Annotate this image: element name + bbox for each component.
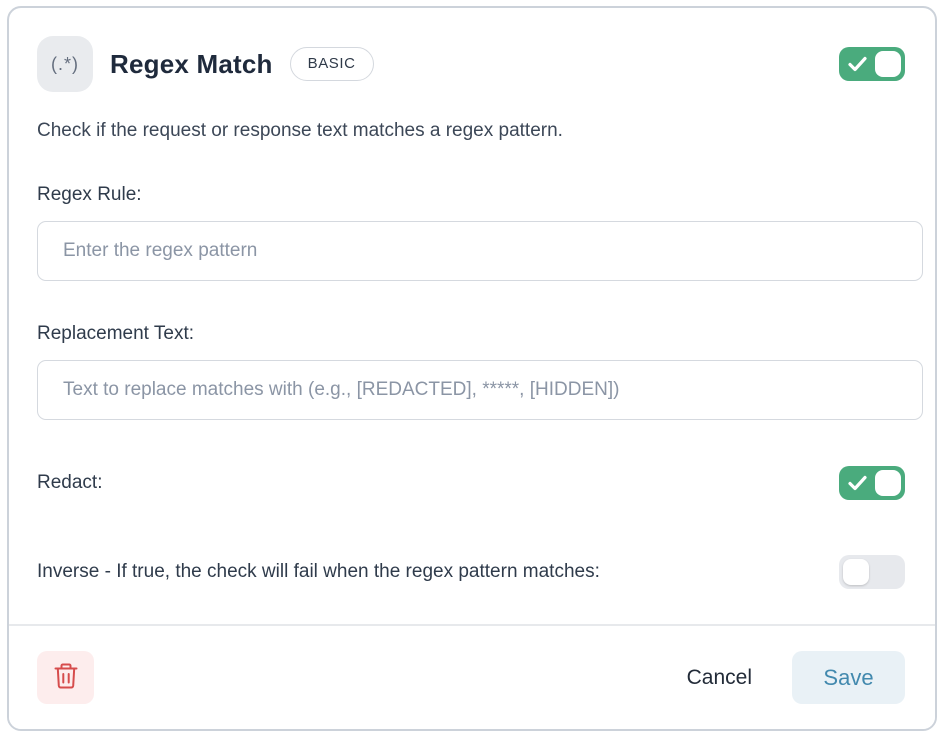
dialog-header: (.*) Regex Match BASIC (37, 36, 905, 92)
toggle-knob (843, 559, 869, 585)
checkmark-icon (847, 54, 868, 79)
dialog-description: Check if the request or response text ma… (37, 120, 563, 141)
regex-icon: (.*) (37, 36, 93, 92)
replacement-text-label: Replacement Text: (37, 323, 195, 344)
trash-icon (53, 662, 79, 693)
regex-icon-glyph: (.*) (51, 53, 79, 74)
inverse-toggle[interactable] (839, 555, 905, 589)
basic-badge: BASIC (289, 47, 374, 81)
redact-label: Redact: (37, 472, 103, 493)
replacement-text-input[interactable] (37, 360, 923, 420)
toggle-knob (875, 51, 901, 77)
redact-toggle[interactable] (839, 466, 905, 500)
redact-row: Redact: (37, 466, 905, 500)
save-button[interactable]: Save (792, 651, 905, 704)
page-title: Regex Match (110, 48, 273, 79)
toggle-knob (875, 470, 901, 496)
footer-actions: Cancel Save (687, 651, 905, 704)
dialog-body: (.*) Regex Match BASIC Check if the requ… (9, 8, 935, 624)
regex-match-dialog: (.*) Regex Match BASIC Check if the requ… (7, 6, 937, 731)
regex-rule-label: Regex Rule: (37, 184, 142, 205)
delete-button[interactable] (37, 651, 94, 704)
regex-rule-input[interactable] (37, 221, 923, 281)
checkmark-icon (847, 473, 868, 498)
cancel-button[interactable]: Cancel (686, 665, 752, 689)
inverse-row: Inverse - If true, the check will fail w… (37, 555, 905, 589)
inverse-label: Inverse - If true, the check will fail w… (37, 561, 600, 582)
dialog-footer: Cancel Save (9, 624, 935, 729)
enabled-toggle[interactable] (839, 47, 905, 81)
